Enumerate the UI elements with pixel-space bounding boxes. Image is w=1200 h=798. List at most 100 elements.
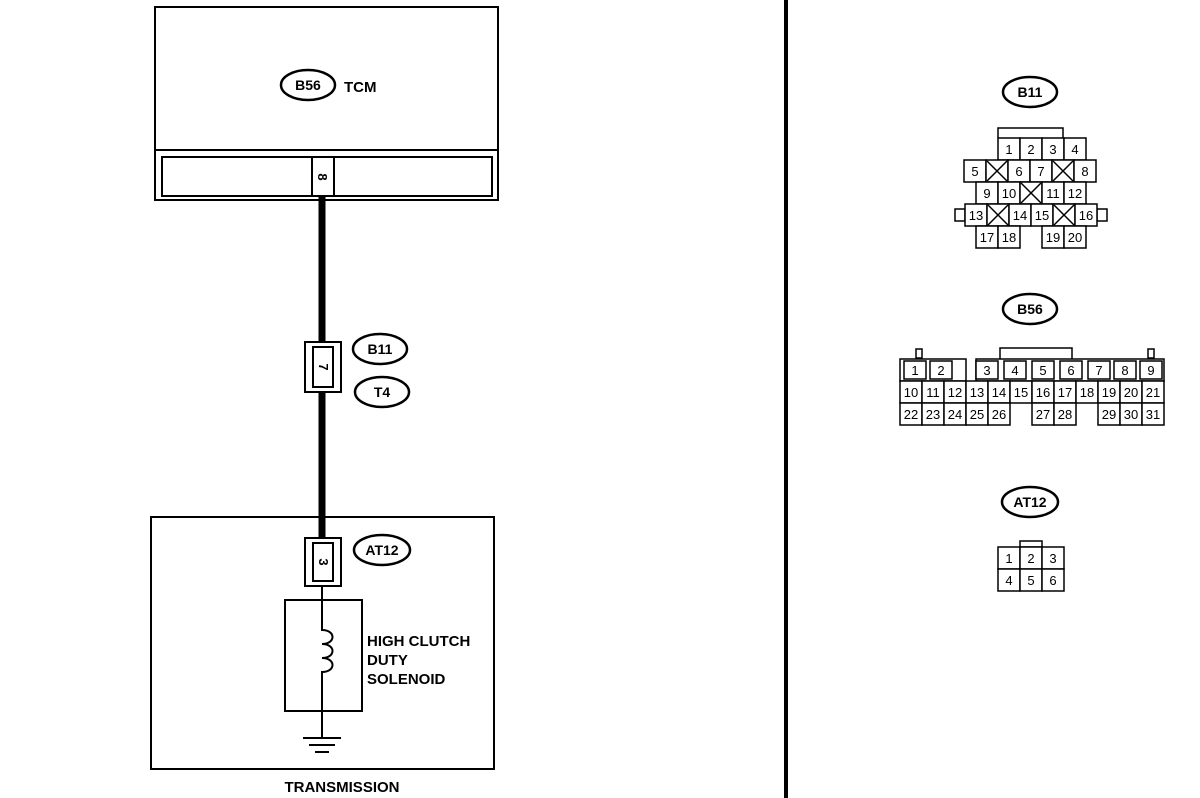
pin-number: 3 xyxy=(1049,551,1056,566)
connector-id: B56 xyxy=(1017,301,1043,317)
pin-number: 13 xyxy=(969,208,983,223)
pin-number: 18 xyxy=(1080,385,1094,400)
pin-number: 4 xyxy=(1005,573,1012,588)
pin-number: 1 xyxy=(911,363,918,378)
blank-pin-icon xyxy=(1053,204,1075,226)
inline-connector-a-id: B11 xyxy=(368,341,393,357)
pin-number: 22 xyxy=(904,407,918,422)
blank-pin-icon xyxy=(987,204,1009,226)
connector-badge xyxy=(1000,485,1060,519)
tcm-terminal-number: 8 xyxy=(315,173,330,180)
pin-number: 10 xyxy=(904,385,918,400)
inline-connector-b-id: T4 xyxy=(374,384,391,400)
solenoid-label-line3: SOLENOID xyxy=(367,671,446,688)
pin-number: 19 xyxy=(1102,385,1116,400)
pin-number: 27 xyxy=(1036,407,1050,422)
inline-terminal-number: 7 xyxy=(316,363,331,370)
pin-number: 31 xyxy=(1146,407,1160,422)
connector-badge xyxy=(1001,75,1059,109)
pin-number: 2 xyxy=(1027,551,1034,566)
pin-number: 24 xyxy=(948,407,962,422)
pin-number: 6 xyxy=(1015,164,1022,179)
solenoid-label-line1: HIGH CLUTCH xyxy=(367,633,470,650)
pin-number: 15 xyxy=(1014,385,1028,400)
pin-number: 6 xyxy=(1049,573,1056,588)
pin-number: 6 xyxy=(1067,363,1074,378)
pin-number: 14 xyxy=(992,385,1006,400)
pin-number: 8 xyxy=(1081,164,1088,179)
pin-number: 21 xyxy=(1146,385,1160,400)
pin-number: 9 xyxy=(1147,363,1154,378)
tcm-label: TCM xyxy=(344,79,377,96)
pin-number: 15 xyxy=(1035,208,1049,223)
transmission-label: TRANSMISSION xyxy=(284,779,399,796)
inline-connector: 7 B11 T4 xyxy=(304,332,411,409)
pin-number: 11 xyxy=(1046,186,1060,201)
pin-cell xyxy=(1063,225,1087,249)
pin-number: 12 xyxy=(948,385,962,400)
tcm-box: B56 TCM 8 xyxy=(154,6,499,201)
pin-number: 14 xyxy=(1013,208,1027,223)
pin-number: 29 xyxy=(1102,407,1116,422)
pin-number: 17 xyxy=(1058,385,1072,400)
pin-cell xyxy=(1031,360,1055,380)
pin-cell xyxy=(1059,360,1083,380)
pin-cell xyxy=(997,225,1021,249)
blank-pin-icon xyxy=(1052,160,1074,182)
connector-id: AT12 xyxy=(1013,494,1046,510)
pin-cell xyxy=(1113,360,1137,380)
pin-number: 4 xyxy=(1011,363,1018,378)
pin-number: 7 xyxy=(1095,363,1102,378)
pin-number: 23 xyxy=(926,407,940,422)
pin-cell xyxy=(1139,360,1163,380)
pin-number: 8 xyxy=(1121,363,1128,378)
pin-number: 1 xyxy=(1005,551,1012,566)
solenoid-label-line2: DUTY xyxy=(367,652,408,669)
pin-number: 5 xyxy=(1039,363,1046,378)
pin-number: 9 xyxy=(983,186,990,201)
pin-number: 16 xyxy=(1079,208,1093,223)
pin-number: 19 xyxy=(1046,230,1060,245)
pin-number: 2 xyxy=(937,363,944,378)
pin-number: 5 xyxy=(1027,573,1034,588)
pin-number: 25 xyxy=(970,407,984,422)
pin-number: 4 xyxy=(1071,142,1078,157)
pin-cell xyxy=(1041,568,1065,592)
transmission-box: 3 AT12 HIGH CLUTCH DUTY SOLENOID xyxy=(150,516,495,770)
pin-number: 11 xyxy=(926,385,940,400)
pin-number: 20 xyxy=(1068,230,1082,245)
connector-id: B11 xyxy=(1018,84,1043,100)
at12-connector-id: AT12 xyxy=(365,542,398,558)
pin-cell xyxy=(987,402,1011,426)
pin-number: 18 xyxy=(1002,230,1016,245)
pin-number: 3 xyxy=(983,363,990,378)
solenoid-box xyxy=(284,599,363,712)
blank-pin-icon xyxy=(986,160,1008,182)
pin-number: 13 xyxy=(970,385,984,400)
pin-number: 3 xyxy=(1049,142,1056,157)
connector-badge xyxy=(1001,292,1059,326)
pin-number: 17 xyxy=(980,230,994,245)
at12-connector-badge xyxy=(352,533,412,567)
pin-cell xyxy=(1053,402,1077,426)
inline-connector-a-badge xyxy=(351,332,409,366)
pin-number: 2 xyxy=(1027,142,1034,157)
solenoid-coil-icon xyxy=(321,600,334,711)
pin-number: 7 xyxy=(1037,164,1044,179)
blank-pin-icon xyxy=(1020,182,1042,204)
pin-number: 26 xyxy=(992,407,1006,422)
pin-cell xyxy=(929,360,953,380)
pin-number: 5 xyxy=(971,164,978,179)
pin-number: 16 xyxy=(1036,385,1050,400)
tcm-connector-id: B56 xyxy=(295,77,321,93)
pin-number: 30 xyxy=(1124,407,1138,422)
pin-cell xyxy=(1003,360,1027,380)
pin-cell xyxy=(1087,360,1111,380)
tcm-connector-badge xyxy=(279,68,337,102)
pin-cell xyxy=(903,360,927,380)
pin-cell xyxy=(1141,402,1165,426)
